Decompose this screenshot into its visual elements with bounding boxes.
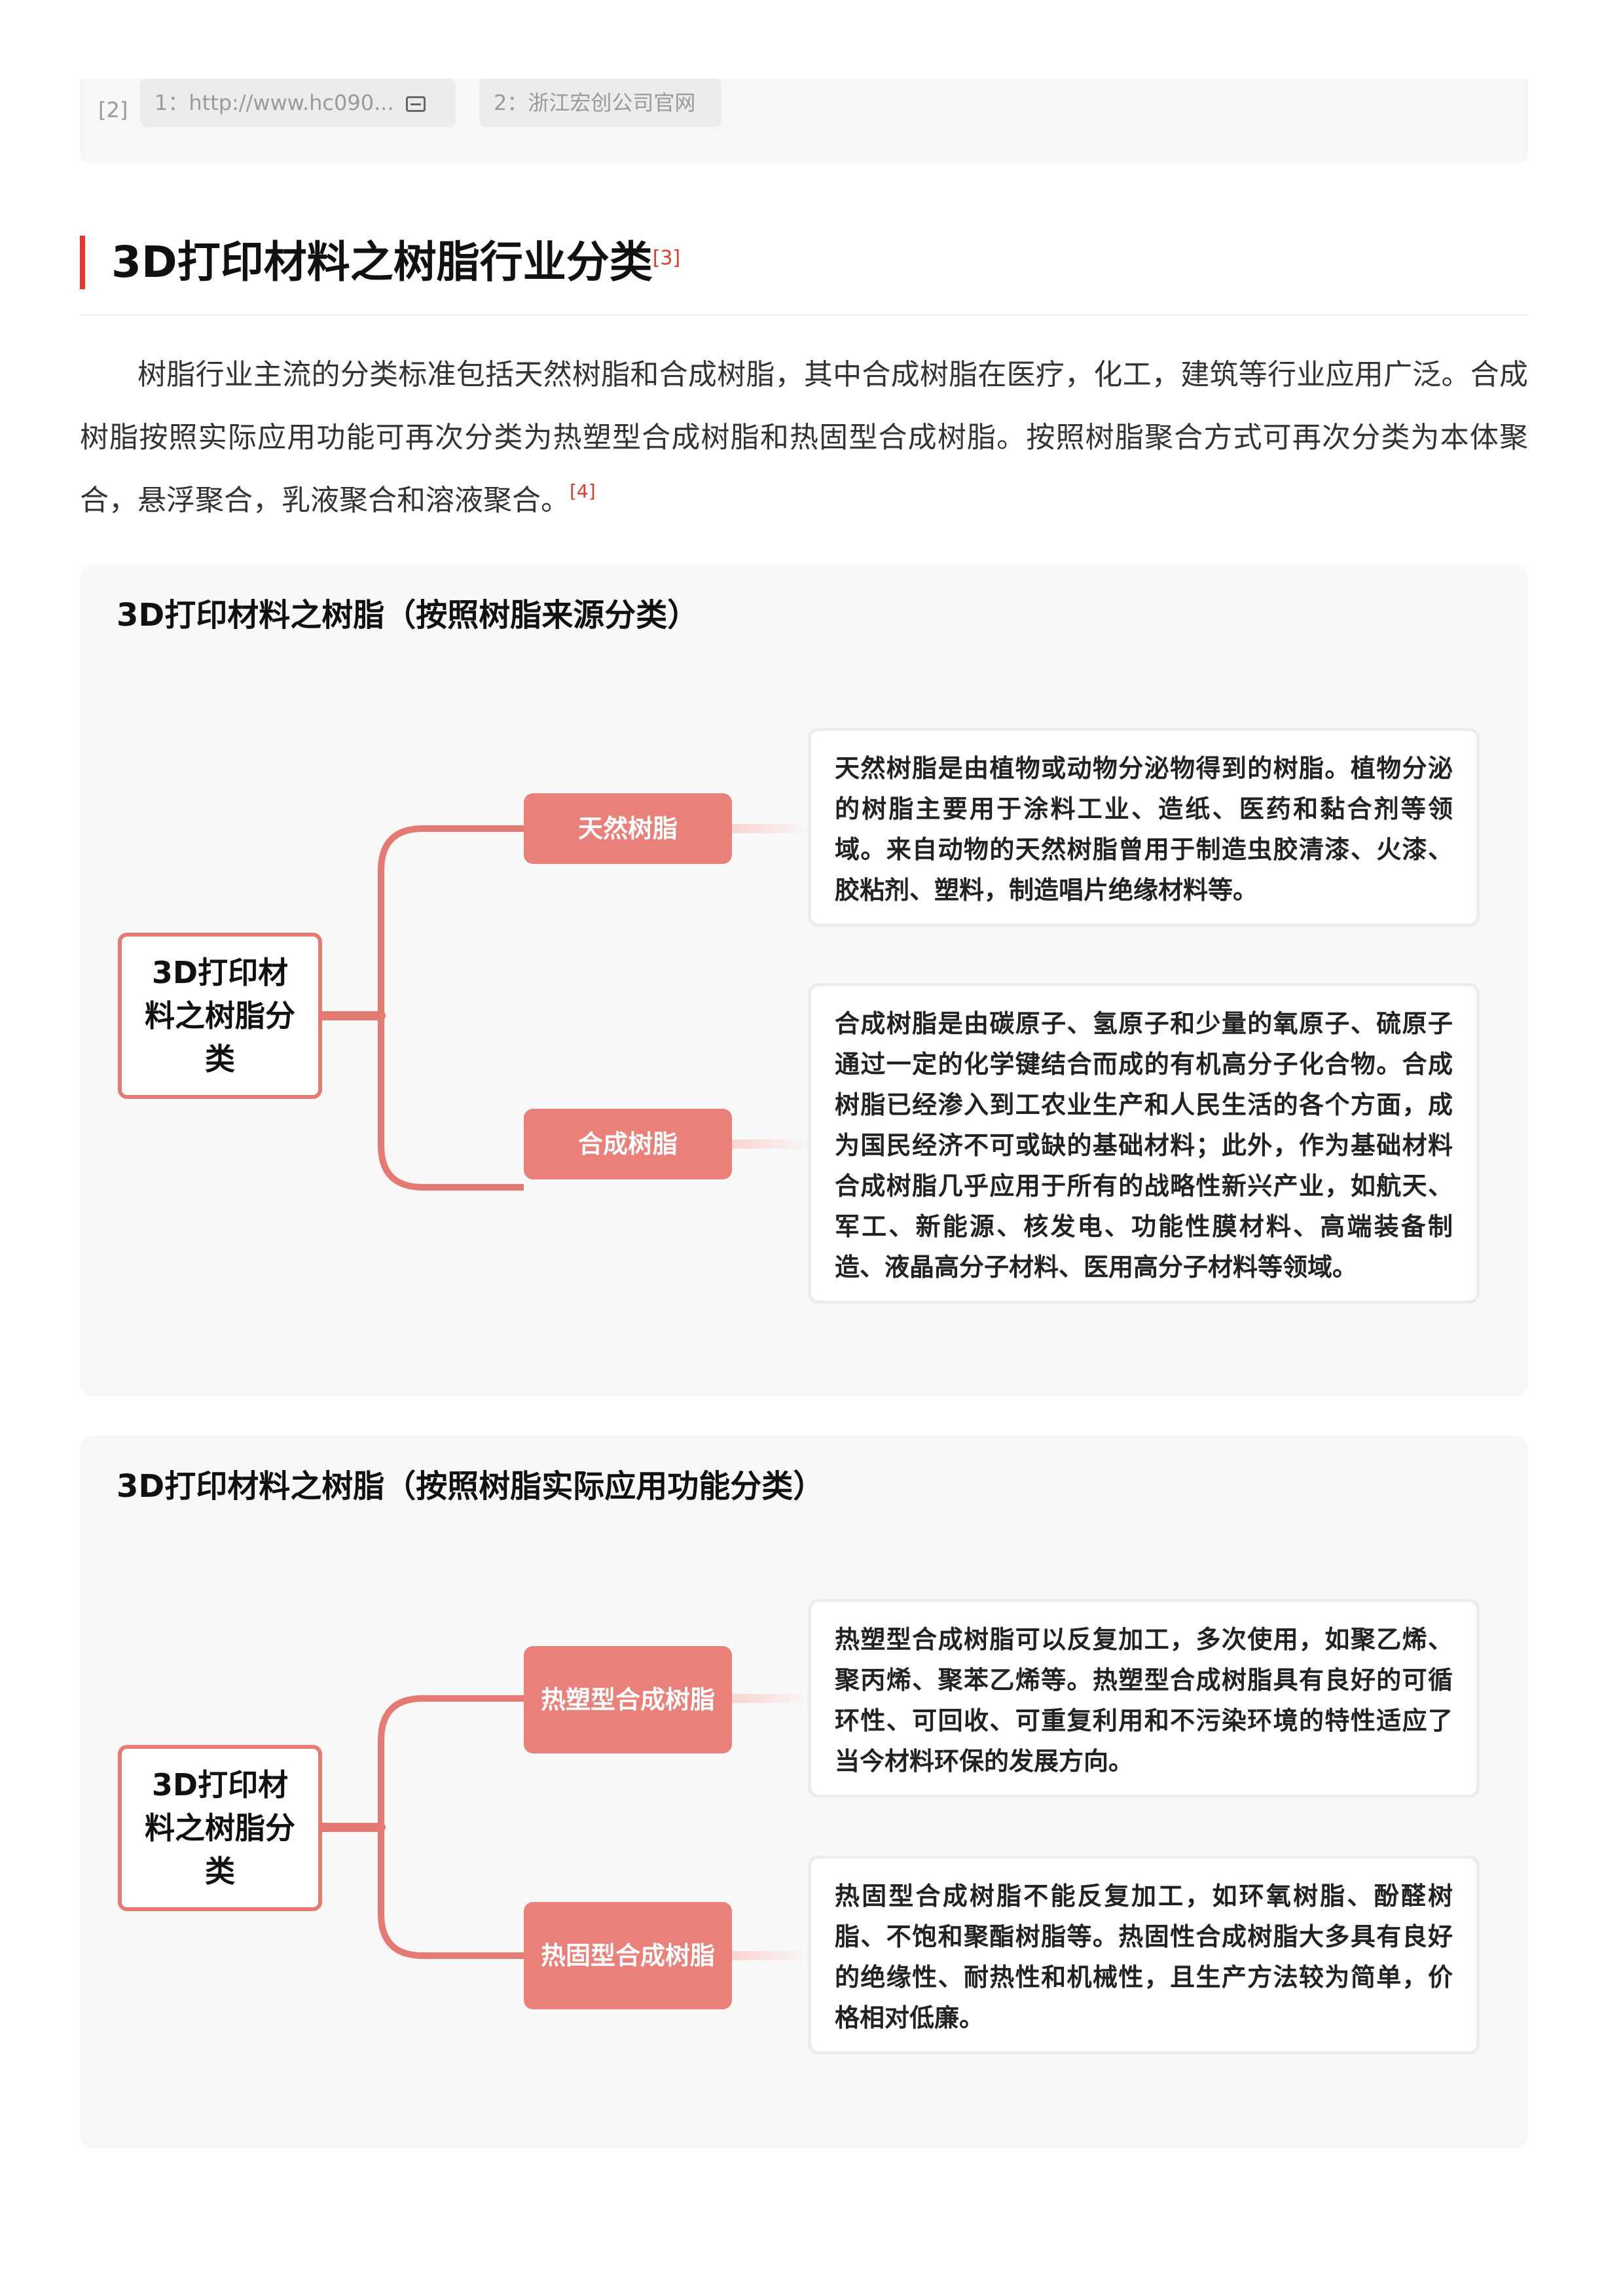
branch-thermoset-resin: 热固型合成树脂 — [524, 1902, 732, 2009]
section-title-citation[interactable]: [3] — [652, 247, 681, 270]
reference-box: [2] 1：http://www.hc090... 2：浙江宏创公司官网 — [80, 79, 1528, 164]
section-paragraph-text: 树脂行业主流的分类标准包括天然树脂和合成树脂，其中合成树脂在医疗，化工，建筑等行… — [80, 358, 1528, 517]
paragraph-citation[interactable]: [4] — [570, 480, 596, 502]
mindmap-connectors — [318, 1695, 524, 1959]
diagram-card-source: 3D打印材料之树脂（按照树脂来源分类） 3D打印材料之树脂分类 天然树脂 天然树… — [80, 564, 1528, 1397]
reference-link-1[interactable]: 1：http://www.hc090... — [140, 79, 456, 127]
branch-thermoplastic-resin: 热塑型合成树脂 — [524, 1646, 732, 1753]
mindmap-root: 3D打印材料之树脂分类 — [118, 933, 322, 1099]
reference-link-1-text: 1：http://www.hc090... — [155, 90, 394, 115]
branch-connector-fade — [732, 824, 809, 833]
section-title-text: 3D打印材料之树脂行业分类 — [111, 237, 653, 287]
leaf-synthetic-resin: 合成树脂是由碳原子、氢原子和少量的氧原子、硫原子通过一定的化学键结合而成的有机高… — [808, 983, 1480, 1304]
title-divider — [80, 314, 1528, 315]
branch-connector-fade — [732, 1139, 809, 1149]
section-paragraph: 树脂行业主流的分类标准包括天然树脂和合成树脂，其中合成树脂在医疗，化工，建筑等行… — [80, 344, 1528, 532]
reference-link-2[interactable]: 2：浙江宏创公司官网 — [479, 79, 721, 127]
diagram-title: 3D打印材料之树脂（按照树脂实际应用功能分类） — [117, 1468, 825, 1505]
reference-link-2-text: 2：浙江宏创公司官网 — [494, 90, 696, 115]
mindmap-connectors — [318, 825, 524, 1191]
branch-connector-fade — [732, 1694, 809, 1703]
diagram-card-function: 3D打印材料之树脂（按照树脂实际应用功能分类） 3D打印材料之树脂分类 热塑型合… — [80, 1435, 1528, 2149]
branch-natural-resin: 天然树脂 — [524, 793, 732, 864]
branch-connector-fade — [732, 1951, 809, 1960]
branch-synthetic-resin: 合成树脂 — [524, 1109, 732, 1179]
leaf-thermoset-resin: 热固型合成树脂不能反复加工，如环氧树脂、酚醛树脂、不饱和聚酯树脂等。热固性合成树… — [808, 1856, 1480, 2054]
mindmap-root: 3D打印材料之树脂分类 — [118, 1745, 322, 1911]
section-title: 3D打印材料之树脂行业分类[3] — [80, 236, 680, 289]
link-icon[interactable] — [405, 96, 426, 112]
leaf-thermoplastic-resin: 热塑型合成树脂可以反复加工，多次使用，如聚乙烯、聚丙烯、聚苯乙烯等。热塑型合成树… — [808, 1599, 1480, 1798]
leaf-natural-resin: 天然树脂是由植物或动物分泌物得到的树脂。植物分泌的树脂主要用于涂料工业、造纸、医… — [808, 728, 1480, 927]
diagram-title: 3D打印材料之树脂（按照树脂来源分类） — [117, 597, 699, 634]
reference-label: [2] — [98, 98, 128, 122]
